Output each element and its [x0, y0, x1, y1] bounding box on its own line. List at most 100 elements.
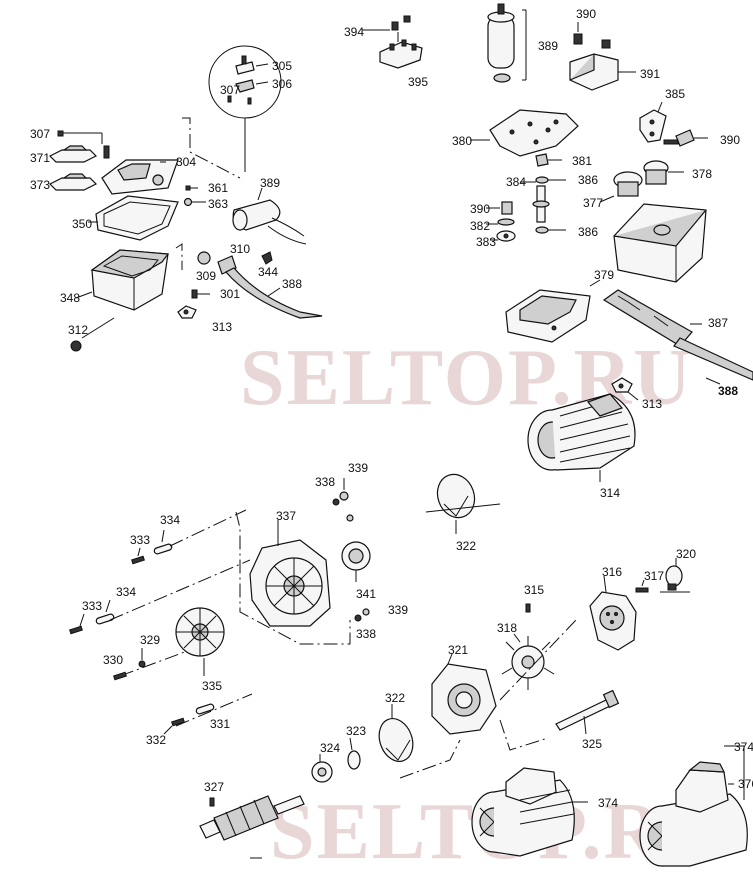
pump-body-321: [431, 653, 497, 735]
cable-388-small: [225, 267, 323, 319]
nut-339-a: [339, 491, 354, 522]
part-label-313a: 313: [212, 320, 232, 334]
nut-339-b: [362, 608, 370, 616]
ring-323: [347, 737, 361, 770]
bottom-group: [69, 473, 748, 867]
part-label-339a: 339: [348, 461, 368, 475]
part-label-387: 387: [708, 316, 728, 330]
part-label-324: 324: [320, 741, 340, 755]
screw-390-mid: [486, 201, 513, 215]
part-label-390c: 390: [470, 202, 490, 216]
switch-373: [48, 173, 98, 191]
membrane-322-b: [378, 704, 414, 762]
bracket-380: [470, 109, 579, 157]
screw-333-b: [69, 613, 85, 635]
part-label-334a: 334: [160, 513, 180, 527]
part-label-373: 373: [30, 178, 50, 192]
lamp-320: [660, 558, 690, 593]
part-label-389b: 389: [260, 176, 280, 190]
lid-304: [101, 145, 179, 195]
part-label-379: 379: [594, 268, 614, 282]
part-label-333b: 333: [82, 599, 102, 613]
part-label-304: 304: [176, 155, 196, 169]
part-label-338a: 338: [315, 475, 335, 489]
part-label-327: 327: [204, 780, 224, 794]
part-label-322a: 322: [456, 539, 476, 553]
part-label-388a: 388: [282, 277, 302, 291]
gland-387: [602, 289, 702, 347]
screw-361: [185, 185, 198, 191]
nut-309: [197, 251, 211, 265]
part-label-309: 309: [196, 269, 216, 283]
screw-333-a: [131, 547, 145, 565]
terminal-box-group: [48, 117, 323, 352]
part-label-335: 335: [202, 679, 222, 693]
pin-331: [195, 703, 215, 715]
part-label-339b: 339: [388, 603, 408, 617]
screw-317: [635, 579, 649, 593]
knob-377: [599, 171, 643, 203]
rotor-shaft: [199, 795, 305, 859]
washer-386-b: [535, 226, 566, 234]
pin-334-a: [153, 529, 173, 555]
part-label-317: 317: [644, 569, 664, 583]
part-label-390b: 390: [720, 133, 740, 147]
nut-338-a: [332, 498, 340, 506]
key-327: [209, 797, 215, 807]
bolt-325: [555, 689, 620, 735]
switch-371: [48, 145, 98, 163]
part-label-306: 306: [272, 77, 292, 91]
top-center-group: [362, 3, 636, 91]
part-label-305: 305: [272, 59, 292, 73]
bearing-324: [311, 754, 333, 783]
part-label-386b: 386: [578, 225, 598, 239]
part-label-381: 381: [572, 154, 592, 168]
part-label-371: 371: [30, 151, 50, 165]
part-label-320: 320: [676, 547, 696, 561]
washer-386-a: [535, 176, 566, 184]
part-label-325: 325: [582, 737, 602, 751]
part-label-389a: 389: [538, 39, 558, 53]
part-label-313b: 313: [642, 397, 662, 411]
part-label-301: 301: [220, 287, 240, 301]
top-right-group: [470, 101, 753, 401]
part-label-361: 361: [208, 181, 228, 195]
part-label-350: 350: [72, 217, 92, 231]
screw-330: [113, 671, 127, 681]
nut-338-b: [354, 614, 362, 622]
part-label-394: 394: [344, 25, 364, 39]
detail-callout: [208, 45, 282, 172]
cable-388-large: [673, 337, 753, 381]
fan-plate-335: [175, 607, 225, 676]
block-395: [379, 39, 423, 69]
capacitor-389-top: [487, 3, 527, 83]
part-label-314: 314: [600, 486, 620, 500]
part-label-363: 363: [208, 197, 228, 211]
part-label-329: 329: [140, 633, 160, 647]
nut-329: [138, 648, 146, 668]
part-label-331: 331: [210, 717, 230, 731]
part-label-383: 383: [476, 235, 496, 249]
part-label-395: 395: [408, 75, 428, 89]
part-label-312: 312: [68, 323, 88, 337]
block-391: [569, 39, 636, 91]
terminal-313-right: [611, 377, 639, 401]
part-label-382: 382: [470, 219, 490, 233]
part-label-391: 391: [640, 67, 660, 81]
part-label-374a: 374: [734, 740, 753, 754]
screw-307: [57, 130, 72, 137]
part-label-323: 323: [346, 724, 366, 738]
part-label-330: 330: [103, 653, 123, 667]
knob-378: [643, 160, 684, 185]
part-label-378: 378: [692, 167, 712, 181]
nut-363: [183, 197, 206, 207]
part-label-322b: 322: [385, 691, 405, 705]
terminal-385: [639, 101, 667, 143]
pin-334-b: [95, 599, 115, 625]
screw-301: [191, 289, 210, 299]
part-label-321: 321: [448, 643, 468, 657]
screw-390-top: [573, 22, 583, 45]
plug-312: [70, 340, 82, 352]
motor-374-b: [639, 745, 748, 867]
